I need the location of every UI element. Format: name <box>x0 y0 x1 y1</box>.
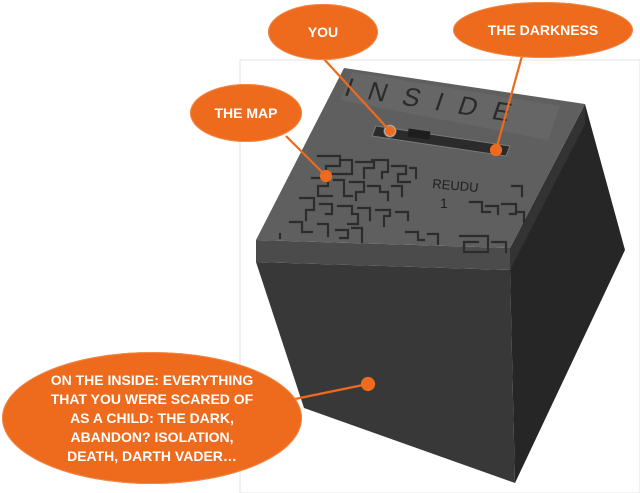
callout-inside-line: ON THE INSIDE: EVERYTHING <box>50 371 254 388</box>
callout-darkness-label: THE DARKNESS <box>487 22 599 38</box>
callout-inside: ON THE INSIDE: EVERYTHING THAT YOU WERE … <box>2 352 302 484</box>
cube-right-face <box>510 104 625 483</box>
leader-map <box>285 135 327 177</box>
callout-map-label: THE MAP <box>214 105 278 121</box>
callout-inside-line: AS A CHILD: THE DARK, <box>70 409 234 426</box>
cube: INSIDE REUDU 1 <box>256 68 625 483</box>
callout-inside-line: DEATH, DARTH VADER… <box>67 447 237 464</box>
callout-inside-line: ABANDON? ISOLATION, <box>70 428 234 445</box>
cube-top-side-right <box>510 104 585 270</box>
leader-darkness-dot <box>489 143 503 157</box>
callout-you-label: YOU <box>307 24 339 40</box>
callout-darkness: THE DARKNESS <box>453 2 633 58</box>
leader-you <box>322 57 391 132</box>
cube-top-side <box>256 240 510 270</box>
leader-map-dot <box>319 169 333 183</box>
callout-map: THE MAP <box>190 84 302 142</box>
leader-darkness <box>494 55 524 151</box>
leader-inside <box>289 382 369 402</box>
cube-front-face <box>256 262 515 483</box>
maze-map <box>278 154 526 254</box>
leader-lines <box>285 55 524 402</box>
cube-top-rim <box>340 72 560 140</box>
cube-name: REUDU <box>432 176 479 195</box>
slot-block <box>407 128 431 140</box>
leader-you-dot <box>384 125 396 137</box>
callout-inside-line: THAT YOU WERE SCARED OF <box>50 390 254 407</box>
callout-you: YOU <box>268 4 378 60</box>
leader-inside-dot <box>360 376 376 392</box>
slot-groove <box>371 125 511 157</box>
callout-inside-text: ON THE INSIDE: EVERYTHING THAT YOU WERE … <box>51 371 254 466</box>
cube-number: 1 <box>440 195 448 211</box>
